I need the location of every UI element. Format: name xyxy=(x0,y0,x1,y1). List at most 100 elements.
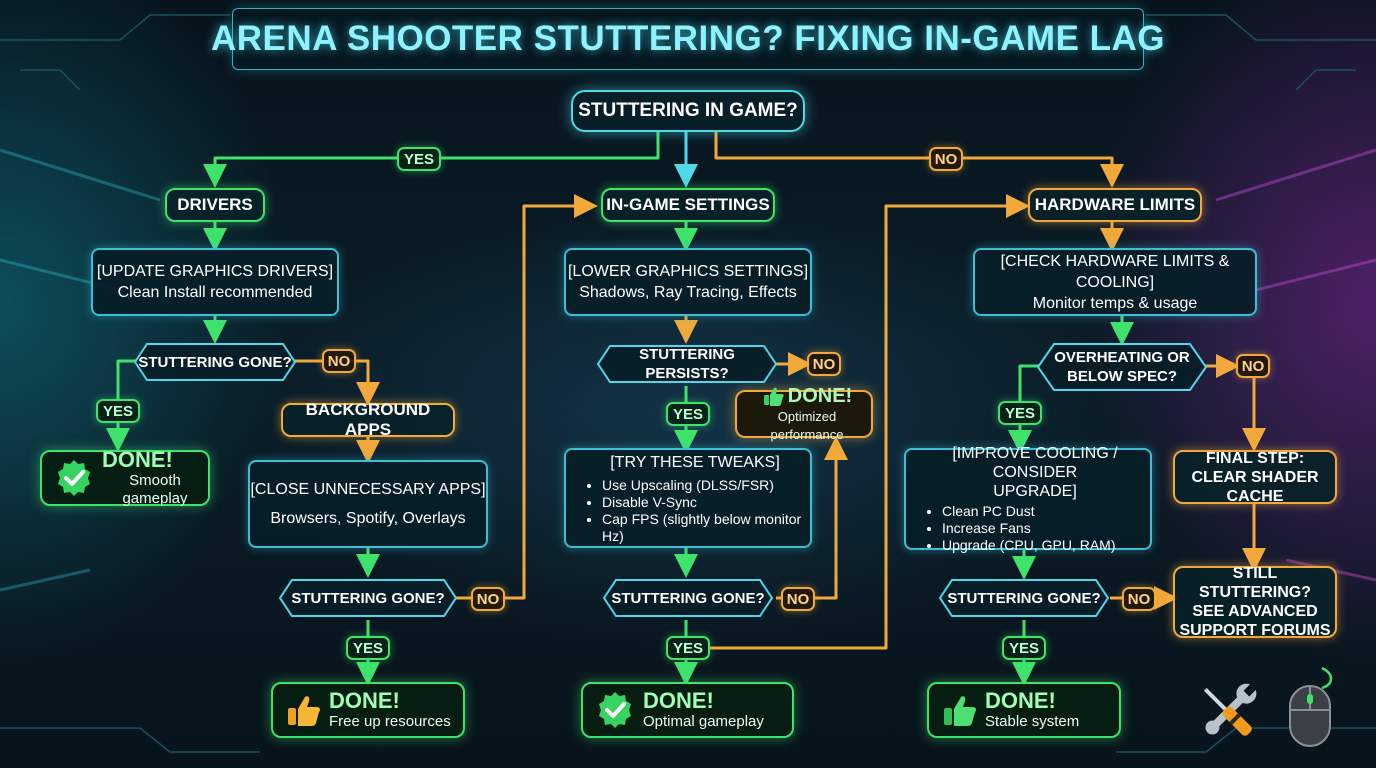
settings-check-1-yes-label: YES xyxy=(672,405,703,423)
drivers-check-2-yes-badge: YES xyxy=(346,636,390,660)
tweaks-title: [TRY THESE TWEAKS] xyxy=(610,453,780,471)
settings-check-2-yes-badge: YES xyxy=(666,636,710,660)
done-optimal-gameplay: DONE! Optimal gameplay xyxy=(581,682,794,738)
tweak-vsync: Disable V-Sync xyxy=(602,494,810,511)
hardware-limits-header: HARDWARE LIMITS xyxy=(1028,188,1202,222)
done-optimized: DONE! Optimized performance xyxy=(735,385,873,442)
update-drivers-step: [UPDATE GRAPHICS DRIVERS] Clean Install … xyxy=(91,248,339,316)
drivers-check-1: STUTTERING GONE? xyxy=(133,342,297,382)
start-no-badge: NO xyxy=(929,147,963,171)
support-forums-line1: STILL STUTTERING? xyxy=(1199,565,1311,601)
settings-check-1-label: STUTTERING PERSISTS? xyxy=(639,346,735,382)
done-smooth-gameplay: DONE! Smooth gameplay xyxy=(40,447,210,507)
drivers-check-1-no-badge: NO xyxy=(322,349,356,373)
tweaks-list: Use Upscaling (DLSS/FSR) Disable V-Sync … xyxy=(580,477,810,545)
settings-check-1-no-badge: NO xyxy=(807,352,841,376)
done-smooth-title: DONE! xyxy=(102,447,173,472)
improve-increase-fans: Increase Fans xyxy=(942,520,1115,537)
update-drivers-title: [UPDATE GRAPHICS DRIVERS] xyxy=(96,263,334,280)
hardware-limits-header-label: HARDWARE LIMITS xyxy=(1034,195,1196,214)
update-drivers-detail: Clean Install recommended xyxy=(117,284,313,301)
hardware-check-1-line1: OVERHEATING OR xyxy=(1054,349,1190,366)
start-yes-label: YES xyxy=(403,150,434,168)
check-icon xyxy=(54,458,94,498)
thumbs-up-icon xyxy=(763,387,784,406)
drivers-check-1-no-label: NO xyxy=(327,352,351,370)
settings-check-1-yes-badge: YES xyxy=(666,402,710,426)
settings-check-2-no-label: NO xyxy=(786,590,810,608)
drivers-check-1-yes-badge: YES xyxy=(96,399,140,423)
hardware-check-2-yes-badge: YES xyxy=(1002,636,1046,660)
check-hardware-detail: Monitor temps & usage xyxy=(1032,294,1198,312)
done-free-title: DONE! xyxy=(329,688,400,713)
hardware-check-2-yes-label: YES xyxy=(1008,639,1039,657)
hardware-check-1-yes-badge: YES xyxy=(998,401,1042,425)
drivers-check-2-label: STUTTERING GONE? xyxy=(291,589,445,607)
improve-cooling-step: [IMPROVE COOLING / CONSIDER UPGRADE] Cle… xyxy=(904,445,1152,553)
hardware-check-1-no-label: NO xyxy=(1241,357,1265,375)
improve-cooling-title-line2: UPGRADE] xyxy=(993,483,1077,500)
lower-settings-detail: Shadows, Ray Tracing, Effects xyxy=(579,284,797,301)
drivers-check-1-label: STUTTERING GONE? xyxy=(138,353,292,371)
start-yes-badge: YES xyxy=(397,147,441,171)
start-node: STUTTERING IN GAME? xyxy=(571,90,805,132)
lower-settings-title: [LOWER GRAPHICS SETTINGS] xyxy=(567,263,809,280)
settings-check-2-label: STUTTERING GONE? xyxy=(611,589,765,607)
drivers-check-2-yes-label: YES xyxy=(352,639,383,657)
start-no-label: NO xyxy=(934,150,958,168)
hardware-check-1-yes-label: YES xyxy=(1004,404,1035,422)
check-hardware-step: [CHECK HARDWARE LIMITS & COOLING] Monito… xyxy=(973,248,1257,316)
settings-check-2-yes-label: YES xyxy=(672,639,703,657)
thumbs-up-icon xyxy=(285,692,321,728)
done-optimal-title: DONE! xyxy=(643,688,714,713)
drivers-header: DRIVERS xyxy=(165,188,265,222)
close-apps-step: [CLOSE UNNECESSARY APPS] Browsers, Spoti… xyxy=(248,460,488,548)
wrench-screwdriver-icon xyxy=(1192,676,1264,748)
settings-check-2-no-badge: NO xyxy=(781,587,815,611)
support-forums-line3: SUPPORT FORUMS xyxy=(1179,622,1331,639)
title-banner: ARENA SHOOTER STUTTERING? FIXING IN-GAME… xyxy=(211,8,1165,70)
done-stable-title: DONE! xyxy=(985,688,1056,713)
hardware-check-1-no-badge: NO xyxy=(1236,354,1270,378)
final-step-line2: CLEAR SHADER CACHE xyxy=(1191,468,1319,505)
lower-settings-step: [LOWER GRAPHICS SETTINGS] Shadows, Ray T… xyxy=(564,248,812,316)
in-game-settings-header-label: IN-GAME SETTINGS xyxy=(606,195,770,214)
final-step-line1: FINAL STEP: xyxy=(1205,449,1305,467)
tweak-cap-fps: Cap FPS (slightly below monitor Hz) xyxy=(602,511,810,545)
page-title: ARENA SHOOTER STUTTERING? FIXING IN-GAME… xyxy=(210,19,1166,58)
support-forums-box: STILL STUTTERING? SEE ADVANCED SUPPORT F… xyxy=(1173,565,1337,639)
drivers-check-1-yes-label: YES xyxy=(102,402,133,420)
in-game-settings-header: IN-GAME SETTINGS xyxy=(601,188,775,222)
hardware-check-1: OVERHEATING OR BELOW SPEC? xyxy=(1036,342,1208,392)
background-apps-header: BACKGROUND APPS xyxy=(281,400,455,439)
close-apps-detail: Browsers, Spotify, Overlays xyxy=(270,510,466,527)
done-stable-detail: Stable system xyxy=(985,713,1080,730)
hardware-check-1-line2: BELOW SPEC? xyxy=(1066,368,1177,385)
improve-cooling-title-line1: [IMPROVE COOLING / CONSIDER xyxy=(952,445,1118,481)
improve-cooling-list: Clean PC Dust Increase Fans Upgrade (CPU… xyxy=(920,503,1115,554)
drivers-header-label: DRIVERS xyxy=(177,195,253,214)
improve-upgrade: Upgrade (CPU, GPU, RAM) xyxy=(942,537,1115,554)
support-forums-line2: SEE ADVANCED xyxy=(1192,603,1318,620)
done-smooth-detail: Smooth gameplay xyxy=(122,472,188,507)
background-apps-header-label: BACKGROUND APPS xyxy=(305,400,431,439)
tweaks-step: [TRY THESE TWEAKS] Use Upscaling (DLSS/F… xyxy=(564,448,812,548)
close-apps-title: [CLOSE UNNECESSARY APPS] xyxy=(250,481,486,498)
tweak-upscaling: Use Upscaling (DLSS/FSR) xyxy=(602,477,810,494)
mouse-icon xyxy=(1282,664,1342,750)
drivers-check-2-no-label: NO xyxy=(476,590,500,608)
settings-check-1-no-label: NO xyxy=(812,355,836,373)
done-optimized-title: DONE! xyxy=(787,385,853,407)
final-step-box: FINAL STEP: CLEAR SHADER CACHE xyxy=(1173,449,1337,505)
done-free-detail: Free up resources xyxy=(329,713,451,730)
settings-check-1: STUTTERING PERSISTS? xyxy=(596,344,778,384)
done-free-resources: DONE! Free up resources xyxy=(271,682,465,738)
drivers-check-2: STUTTERING GONE? xyxy=(278,578,458,618)
hardware-check-2: STUTTERING GONE? xyxy=(938,578,1110,618)
hardware-check-2-no-badge: NO xyxy=(1122,587,1156,611)
check-hardware-title: [CHECK HARDWARE LIMITS & COOLING] xyxy=(1000,252,1230,291)
done-optimized-detail: Optimized performance xyxy=(770,409,844,442)
check-icon xyxy=(595,690,635,730)
